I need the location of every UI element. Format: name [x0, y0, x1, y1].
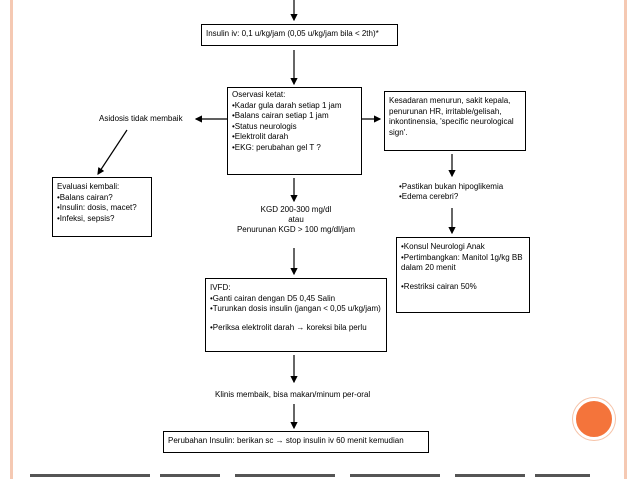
arrow-asidosis-to-evaluasi: [97, 129, 128, 176]
ivfd-line-0: IVFD:: [210, 283, 231, 292]
ivfd-line-1: •Ganti cairan dengan D5 0,45 Salin: [210, 293, 336, 303]
insulin-box: Insulin iv: 0,1 u/kg/jam (0,05 u/kg/jam …: [201, 24, 398, 46]
observasi-box: Oservasi ketat: •Kadar gula darah setiap…: [227, 87, 362, 175]
kesadaran-box: Kesadaran menurun, sakit kepala, penurun…: [384, 91, 526, 151]
perubahan-box: Perubahan Insulin: berikan sc → stop ins…: [163, 431, 429, 453]
decorative-orange-circle: [573, 398, 615, 440]
pastikan-label: •Pastikan bukan hipoglikemia •Edema cere…: [399, 182, 503, 202]
evaluasi-line-3: •Infeksi, sepsis?: [57, 213, 115, 223]
kesadaran-line-2: inkontinensia, 'specific neurological: [389, 117, 514, 126]
ivfd-box: IVFD: •Ganti cairan dengan D5 0,45 Salin…: [205, 278, 387, 352]
observasi-line-2: •Balans cairan setiap 1 jam: [232, 111, 329, 120]
left-accent-line: [10, 0, 13, 479]
evaluasi-line-1: •Balans cairan?: [57, 192, 113, 202]
pastikan-line-0: •Pastikan bukan hipoglikemia: [399, 182, 504, 191]
konsul-line-3: •Restriksi cairan 50%: [401, 281, 477, 291]
observasi-line-1: •Kadar gula darah setiap 1 jam: [232, 100, 342, 110]
evaluasi-box: Evaluasi kembali: •Balans cairan? •Insul…: [52, 177, 152, 237]
kgd-line-0: KGD 200-300 mg/dl: [260, 205, 332, 214]
kgd-line-1: atau: [288, 215, 304, 224]
kesadaran-line-1: penurunan HR, irritable/gelisah,: [389, 106, 502, 116]
right-accent-line: [624, 0, 627, 479]
kesadaran-line-0: Kesadaran menurun, sakit kepala,: [389, 96, 511, 105]
kgd-line-2: Penurunan KGD > 100 mg/dl/jam: [236, 225, 356, 234]
evaluasi-line-2: •Insulin: dosis, macet?: [57, 203, 137, 212]
konsul-line-0: •Konsul Neurologi Anak: [401, 242, 485, 251]
konsul-box: •Konsul Neurologi Anak •Pertimbangkan: M…: [396, 237, 530, 313]
ivfd-line-2: •Turunkan dosis insulin (jangan < 0,05 u…: [210, 304, 381, 313]
bottom-cropped-text-strip: [30, 474, 590, 477]
konsul-line-2: dalam 20 menit: [401, 263, 456, 272]
observasi-line-3: •Status neurologis: [232, 121, 297, 131]
perubahan-line-0: Perubahan Insulin: berikan sc → stop ins…: [168, 436, 404, 445]
asidosis-label: Asidosis tidak membaik: [99, 114, 183, 123]
insulin-line-0: Insulin iv: 0,1 u/kg/jam (0,05 u/kg/jam …: [206, 29, 379, 38]
kesadaran-line-3: sign'.: [389, 127, 408, 137]
observasi-line-5: •EKG: perubahan gel T ?: [232, 142, 321, 152]
konsul-line-1: •Pertimbangkan: Manitol 1g/kg BB: [401, 252, 523, 262]
klinis-label: Klinis membaik, bisa makan/minum per-ora…: [215, 390, 371, 399]
evaluasi-line-0: Evaluasi kembali:: [57, 182, 120, 191]
kgd-label: KGD 200-300 mg/dl atau Penurunan KGD > 1…: [221, 205, 371, 235]
ivfd-line-3: •Periksa elektrolit darah → koreksi bila…: [210, 322, 367, 332]
pastikan-line-1: •Edema cerebri?: [399, 192, 459, 201]
observasi-line-0: Oservasi ketat:: [232, 90, 286, 99]
observasi-line-4: •Elektrolit darah: [232, 132, 289, 141]
